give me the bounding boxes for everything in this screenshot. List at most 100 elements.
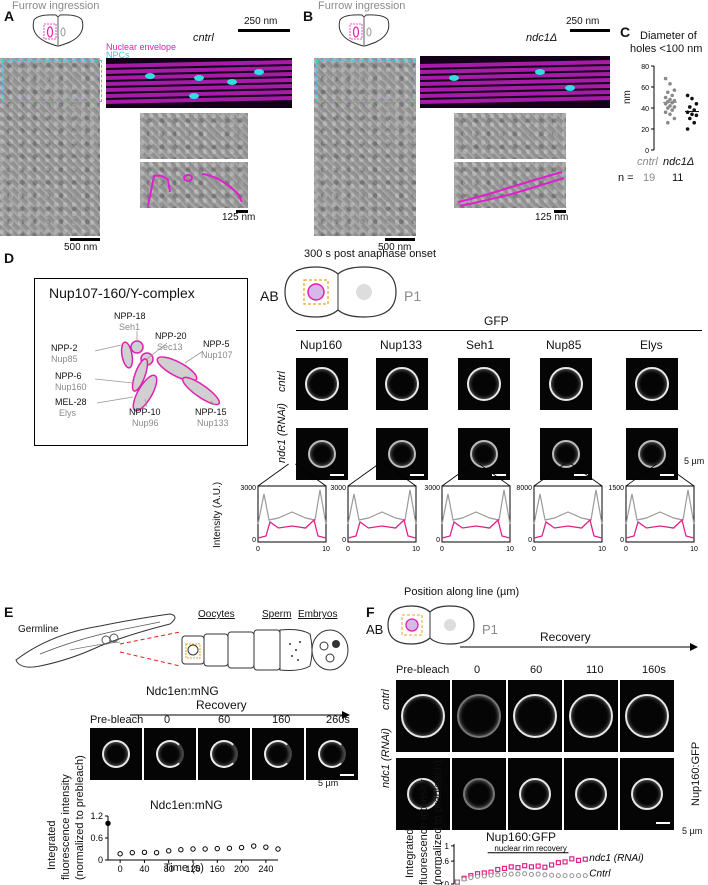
profile-frame — [347, 485, 417, 543]
profile-connector — [625, 463, 657, 487]
f-point-rnai — [508, 864, 514, 870]
profile-connector — [571, 463, 603, 487]
subunit-npp18: NPP-18 — [114, 311, 146, 321]
tomogram-b — [420, 56, 610, 108]
two-cell-embryo-f — [387, 605, 475, 645]
scale-label-d: 5 µm — [684, 456, 705, 466]
e-point — [226, 845, 233, 851]
scale-label-a-zoom: 125 nm — [222, 212, 256, 223]
e-y-tick-label: 1.2 — [90, 811, 103, 821]
f-point-cntrl — [475, 873, 481, 879]
panel-c-n-label: n = — [618, 172, 634, 184]
row-label-f-cntrl: cntrl — [380, 689, 392, 710]
e-y-tick-label: 0 — [98, 855, 103, 865]
profile-cntrl-line — [257, 489, 327, 525]
c-point-0 — [663, 110, 668, 114]
subunit-npp20: NPP-20 — [155, 331, 187, 341]
frame-image-f-rnai — [452, 758, 506, 830]
profile-x0: 0 — [346, 546, 350, 553]
e-x-tick-label: 160 — [210, 864, 225, 874]
e-point — [263, 844, 269, 850]
c-point-0 — [672, 88, 677, 92]
y-complex-box: Nup107-160/Y-complex NPP-18 Seh1 NPP-20 … — [34, 278, 248, 446]
em-zoom-b-2 — [454, 162, 566, 208]
frame-image-e — [90, 728, 142, 780]
subunit-nup160: Nup160 — [55, 382, 87, 392]
recovery-arrow-e — [130, 711, 350, 719]
c-point-0 — [666, 90, 670, 95]
protein-nup85: Nup85 — [546, 338, 582, 352]
gfp-image-nup85-cntrl — [540, 358, 592, 410]
profile-frame — [533, 485, 603, 543]
panel-e-title: Ndc1en:mNG — [146, 684, 219, 698]
zoom-box-a — [2, 60, 102, 102]
f-point-cntrl — [454, 879, 460, 885]
c-point-0 — [663, 102, 668, 106]
f-point-cntrl — [508, 871, 514, 877]
profile-rnai-line — [347, 518, 417, 539]
panel-c-title-2: holes <100 nm — [630, 43, 703, 55]
frame-image-f-cntrl — [564, 680, 618, 752]
e-point — [202, 846, 208, 852]
profile-cntrl-line — [441, 489, 511, 525]
legend-nuclear-envelope: Nuclear envelope — [106, 42, 177, 52]
frame-label-e: 160 — [272, 714, 291, 726]
profile-x0: 0 — [532, 546, 536, 553]
scale-bar — [410, 474, 424, 476]
c-point-0 — [663, 95, 668, 100]
subunit-sec13: Sec13 — [157, 342, 183, 352]
f-point-cntrl — [461, 876, 467, 882]
subunit-npp5: NPP-5 — [203, 339, 230, 349]
panel-c-group-ndc1: ndc1Δ — [663, 156, 695, 168]
c-point-0 — [668, 82, 672, 86]
y-complex-title: Nup107-160/Y-complex — [49, 285, 195, 301]
frame-label-e: Pre-bleach — [90, 714, 144, 726]
c-point-1 — [694, 113, 699, 118]
e-point — [190, 846, 196, 852]
sperm-label: Sperm — [262, 609, 292, 620]
em-image-cntrl — [0, 58, 100, 236]
f-point-rnai — [542, 864, 548, 870]
germline-label: Germline — [18, 624, 59, 635]
nuclear-rim — [625, 694, 669, 738]
panel-b-header: Furrow ingression — [318, 0, 406, 12]
panel-f-chart-title: Nup160:GFP — [486, 830, 557, 844]
scale-bar — [574, 474, 588, 476]
protein-seh1: Seh1 — [466, 338, 495, 352]
subunit-nup133: Nup133 — [197, 418, 229, 428]
profile-connector — [347, 463, 379, 487]
f-point-rnai — [522, 863, 528, 869]
panel-f-ylabel-1: Integrated — [404, 828, 416, 878]
row-label-d-cntrl: cntrl — [276, 371, 288, 392]
e-x-tick-label: 80 — [164, 864, 174, 874]
nuclear-rim — [401, 694, 445, 738]
scale-label-e: 5 µm — [318, 778, 339, 788]
f-point-cntrl — [488, 872, 494, 878]
germline-schematic — [15, 613, 349, 671]
subunit-npp10: NPP-10 — [129, 407, 161, 417]
frame-image-e — [306, 728, 358, 780]
c-point-0 — [672, 116, 677, 121]
panel-c-n-cntrl: 19 — [643, 172, 656, 184]
e-point — [178, 847, 184, 853]
frame-image-f-cntrl — [452, 680, 506, 752]
nuclear-rim — [467, 367, 501, 401]
f-point-cntrl — [501, 871, 508, 878]
gfp-image-nup160-rnai — [296, 428, 348, 480]
subunit-npp6: NPP-6 — [55, 371, 82, 381]
gfp-label: GFP — [484, 314, 509, 328]
c-point-1 — [688, 116, 692, 121]
condition-a: cntrl — [193, 32, 214, 44]
frame-image-f-cntrl — [508, 680, 562, 752]
nuclear-rim — [264, 740, 292, 768]
e-point — [129, 849, 135, 856]
profile-connector — [441, 463, 473, 487]
e-x-tick-label: 120 — [185, 864, 200, 874]
frame-label-e: 60 — [218, 714, 231, 726]
frame-label-f: 0 — [474, 664, 481, 676]
scale-label-b-main: 500 nm — [378, 242, 412, 253]
